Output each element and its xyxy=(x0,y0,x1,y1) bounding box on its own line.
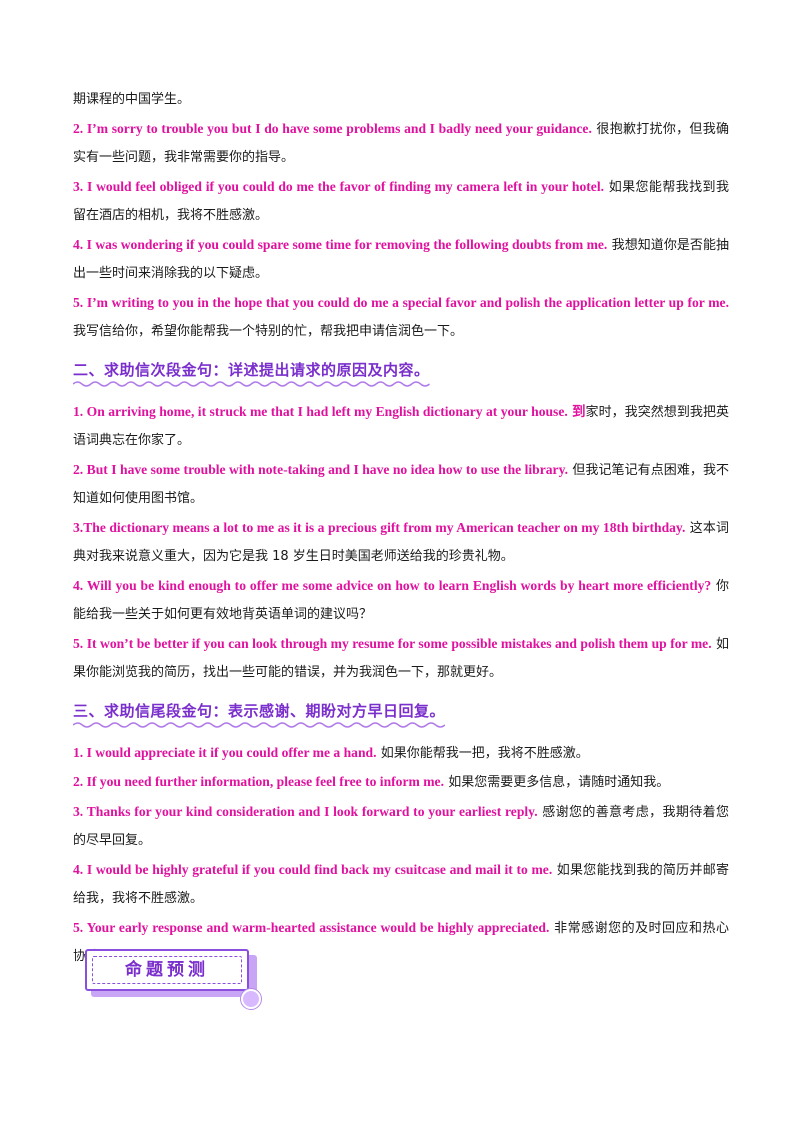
chinese-translation: 如果你能帮我一把，我将不胜感激。 xyxy=(380,745,589,761)
section-heading-2-text: 二、求助信次段金句：详述提出请求的原因及内容。 xyxy=(73,360,430,379)
list-item: 4. I would be highly grateful if you cou… xyxy=(73,856,729,914)
section-heading-3-text: 三、求助信尾段金句：表示感谢、期盼对方早日回复。 xyxy=(73,701,446,720)
list-item: 2. I’m sorry to trouble you but I do hav… xyxy=(73,115,729,173)
list-item: 3.The dictionary means a lot to me as it… xyxy=(73,514,729,572)
chinese-translation: 很抱歉打扰你，但我确实有一些问题，我非常需要你的指导。 xyxy=(73,121,729,166)
chinese-translation: 家时，我突然想到我把英语词典忘在你家了。 xyxy=(73,404,729,449)
list-item: 3. Thanks for your kind consideration an… xyxy=(73,798,729,856)
english-sentence: 3.The dictionary means a lot to me as it… xyxy=(73,519,686,535)
chinese-lead-char: 到 xyxy=(572,403,586,420)
chinese-translation: 如果您能找到我的简历并邮寄给我，我将不胜感激。 xyxy=(73,862,729,907)
chinese-translation: 如果您需要更多信息，请随时通知我。 xyxy=(448,775,670,790)
circle-dot-icon xyxy=(241,989,261,1009)
list-item: 3. I would feel obliged if you could do … xyxy=(73,173,729,231)
document-body: 期课程的中国学生。 2. I’m sorry to trouble you bu… xyxy=(73,86,729,972)
english-sentence: 2. But I have some trouble with note-tak… xyxy=(73,461,569,477)
english-sentence: 5. It won’t be better if you can look th… xyxy=(73,635,712,651)
chinese-translation: 你能给我一些关于如何更有效地背英语单词的建议吗？ xyxy=(73,578,729,623)
english-sentence: 3. Thanks for your kind consideration an… xyxy=(73,803,538,819)
chinese-translation: 我写信给你，希望你能帮我一个特别的忙，帮我把申请信润色一下。 xyxy=(73,324,464,339)
list-item: 1. On arriving home, it struck me that I… xyxy=(73,398,729,456)
english-sentence: 3. I would feel obliged if you could do … xyxy=(73,178,605,194)
section-badge: 命题预测 xyxy=(85,949,265,1009)
list-item: 4. I was wondering if you could spare so… xyxy=(73,231,729,289)
english-sentence: 2. If you need further information, plea… xyxy=(73,774,444,789)
badge-frame xyxy=(85,949,249,991)
intro-tail-text: 期课程的中国学生。 xyxy=(73,92,191,107)
list-item: 2. But I have some trouble with note-tak… xyxy=(73,456,729,514)
list-item: 5. I’m writing to you in the hope that y… xyxy=(73,289,729,347)
list-item: 2. If you need further information, plea… xyxy=(73,768,729,798)
chinese-translation: 如果您能帮我找到我留在酒店的相机，我将不胜感激。 xyxy=(73,179,729,224)
english-sentence: 1. I would appreciate it if you could of… xyxy=(73,744,377,760)
section-heading-3: 三、求助信尾段金句：表示感谢、期盼对方早日回复。 xyxy=(73,700,446,729)
chinese-translation: 这本词典对我来说意义重大，因为它是我 18 岁生日时美国老师送给我的珍贵礼物。 xyxy=(73,520,729,565)
english-sentence: 4. Will you be kind enough to offer me s… xyxy=(73,577,712,593)
wavy-underline-icon xyxy=(73,721,446,728)
chinese-translation: 但我记笔记有点困难，我不知道如何使用图书馆。 xyxy=(73,462,729,507)
intro-tail: 期课程的中国学生。 xyxy=(73,86,729,115)
chinese-translation: 感谢您的善意考虑，我期待着您的尽早回复。 xyxy=(73,804,729,849)
english-sentence: 4. I was wondering if you could spare so… xyxy=(73,236,608,252)
list-item: 5. It won’t be better if you can look th… xyxy=(73,630,729,688)
badge-dashed-border xyxy=(92,956,242,984)
badge-label: 命题预测 xyxy=(125,960,209,980)
chinese-translation: 我想知道你是否能抽出一些时间来消除我的以下疑虑。 xyxy=(73,237,729,282)
section-heading-2: 二、求助信次段金句：详述提出请求的原因及内容。 xyxy=(73,359,430,388)
list-item: 4. Will you be kind enough to offer me s… xyxy=(73,572,729,630)
list-item: 1. I would appreciate it if you could of… xyxy=(73,739,729,769)
english-sentence: 5. I’m writing to you in the hope that y… xyxy=(73,294,729,310)
english-sentence: 2. I’m sorry to trouble you but I do hav… xyxy=(73,120,592,136)
wavy-underline-icon xyxy=(73,380,430,387)
english-sentence: 1. On arriving home, it struck me that I… xyxy=(73,403,568,419)
english-sentence: 5. Your early response and warm-hearted … xyxy=(73,919,550,935)
chinese-translation: 如果你能浏览我的简历，找出一些可能的错误，并为我润色一下，那就更好。 xyxy=(73,636,729,681)
english-sentence: 4. I would be highly grateful if you cou… xyxy=(73,861,553,877)
list-item: 5. Your early response and warm-hearted … xyxy=(73,914,729,972)
